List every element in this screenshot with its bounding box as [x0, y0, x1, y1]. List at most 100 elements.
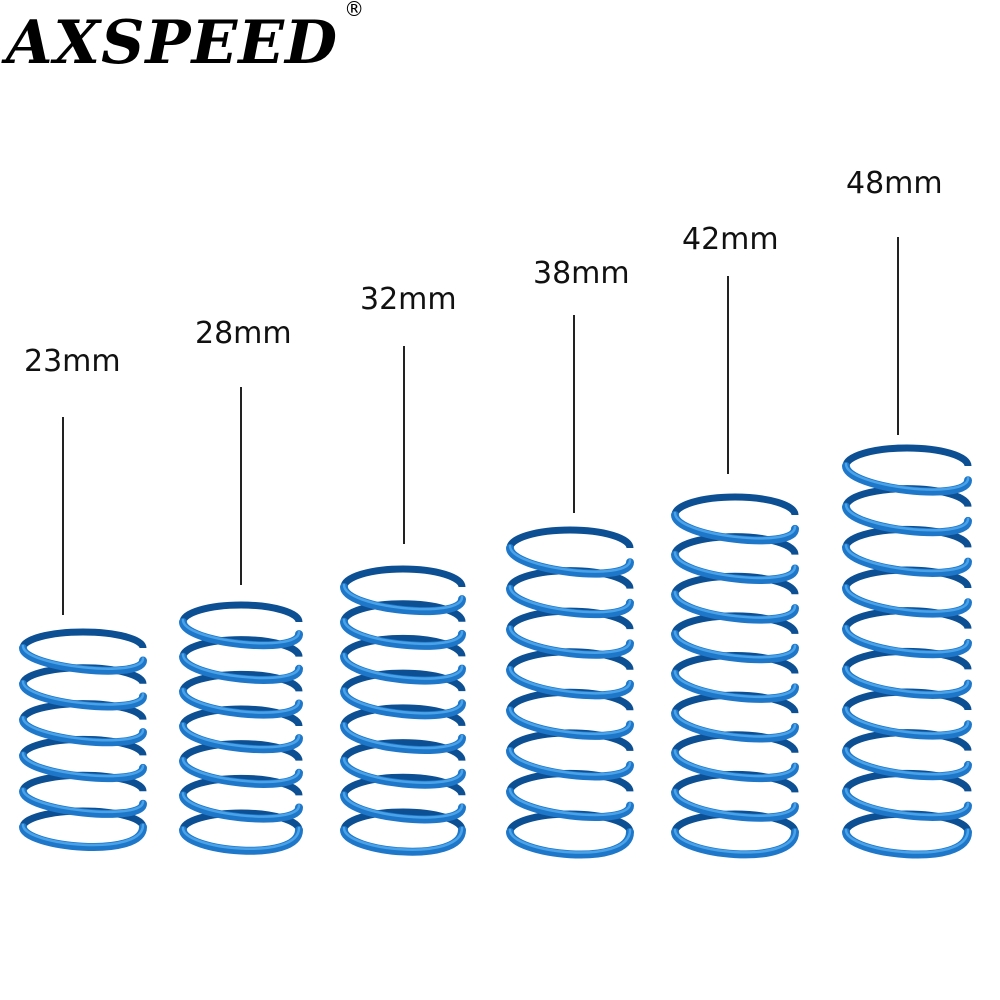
spring-coil-back [179, 636, 303, 658]
spring-label-2: 28mm [195, 316, 292, 351]
spring-coil-front [506, 706, 634, 740]
spring-coil-highlight [342, 687, 464, 715]
spring-coil-front [340, 583, 466, 616]
spring-coil-front [506, 584, 634, 619]
spring-coil-highlight [21, 680, 145, 706]
spring-coil-highlight [844, 706, 970, 735]
spring-coil-highlight [21, 823, 145, 847]
spring-coil-highlight [844, 747, 970, 776]
spring-label-5: 42mm [682, 222, 779, 257]
spring-coil-highlight [673, 630, 797, 659]
spring-coil-front [842, 706, 972, 740]
spring-coil-highlight [181, 722, 301, 749]
spring-coil-front [842, 746, 972, 781]
leader-line-2 [240, 387, 242, 585]
spring-coil-highlight [181, 653, 301, 680]
spring-coil-highlight [181, 757, 301, 784]
spring-coil-front [671, 511, 799, 545]
spring-coil-front [19, 644, 147, 675]
spring-coil-highlight [508, 788, 632, 817]
spring-coil-front [340, 617, 466, 650]
spring-coil-front [179, 687, 303, 719]
leader-line-1 [62, 417, 64, 615]
leader-line-4 [573, 315, 575, 513]
spring-coil-front [506, 544, 634, 578]
spring-coil-highlight [673, 670, 797, 699]
leader-line-5 [727, 276, 729, 474]
spring-42mm [671, 493, 799, 859]
spring-coil-highlight [844, 828, 970, 854]
spring-coil-highlight [342, 757, 464, 784]
spring-coil-front [506, 787, 634, 821]
brand-logo: AXSPEED® [6, 0, 365, 78]
spring-coil-highlight [508, 585, 632, 614]
spring-coil-back [340, 808, 466, 831]
spring-coil-front [671, 590, 799, 624]
spring-coil-highlight [844, 788, 970, 817]
leader-line-3 [403, 346, 405, 544]
spring-coil-back [340, 773, 466, 796]
spring-coil-highlight [844, 503, 970, 532]
leader-line-6 [897, 237, 899, 435]
spring-coil-highlight [844, 625, 970, 654]
spring-coil-front [179, 722, 303, 754]
spring-coil-highlight [342, 653, 464, 680]
spring-coil-highlight [181, 618, 301, 645]
brand-name: AXSPEED [6, 8, 339, 78]
spring-48mm [842, 444, 972, 859]
spring-coil-highlight [508, 544, 632, 573]
spring-coil-front [340, 652, 466, 685]
spring-coil-highlight [181, 792, 301, 818]
spring-coil-highlight [508, 747, 632, 776]
spring-coil-highlight [508, 828, 632, 854]
spring-coil-highlight [508, 625, 632, 654]
spring-coil-front [19, 751, 147, 782]
spring-coil-back [340, 669, 466, 692]
spring-32mm [340, 565, 466, 856]
spring-coil-back [179, 809, 303, 831]
spring-coil-back [19, 628, 147, 649]
spring-coil-front [340, 791, 466, 824]
spring-coil-front [671, 669, 799, 703]
spring-coil-highlight [21, 752, 145, 778]
spring-coil-highlight [21, 787, 145, 814]
spring-coil-highlight [342, 792, 464, 819]
spring-coil-highlight [673, 591, 797, 619]
spring-coil-back [340, 565, 466, 588]
spring-coil-front [842, 584, 972, 618]
spring-coil-highlight [673, 749, 797, 778]
spring-label-4: 38mm [533, 256, 630, 291]
spring-coil-back [340, 739, 466, 762]
spring-coil-highlight [342, 826, 464, 851]
spring-label-1: 23mm [24, 344, 121, 379]
spring-coil-highlight [844, 462, 970, 491]
spring-coil-front [842, 624, 972, 659]
spring-coil-highlight [21, 644, 145, 670]
spring-coil-back [340, 704, 466, 727]
spring-coil-front [671, 709, 799, 743]
spring-coil-front [179, 652, 303, 684]
spring-23mm [19, 628, 147, 851]
spring-coil-highlight [181, 688, 301, 714]
spring-coil-front [19, 715, 147, 747]
spring-coil-back [340, 600, 466, 623]
spring-coil-front [506, 625, 634, 659]
spring-coil-front [19, 679, 147, 711]
spring-coil-highlight [673, 709, 797, 738]
spring-coil-highlight [342, 618, 464, 646]
spring-coil-front [340, 721, 466, 754]
spring-coil-highlight [673, 551, 797, 580]
spring-coil-highlight [673, 789, 797, 817]
spring-coil-highlight [21, 716, 145, 742]
spring-coil-front [506, 746, 634, 781]
spring-coil-front [506, 665, 634, 700]
spring-coil-front [842, 787, 972, 821]
spring-coil-front [842, 665, 972, 699]
spring-coil-front [340, 687, 466, 720]
spring-coil-front [842, 543, 972, 577]
spring-coil-back [179, 601, 303, 623]
spring-coil-front [842, 462, 972, 496]
spring-coil-back [179, 670, 303, 692]
spring-coil-highlight [673, 828, 797, 854]
